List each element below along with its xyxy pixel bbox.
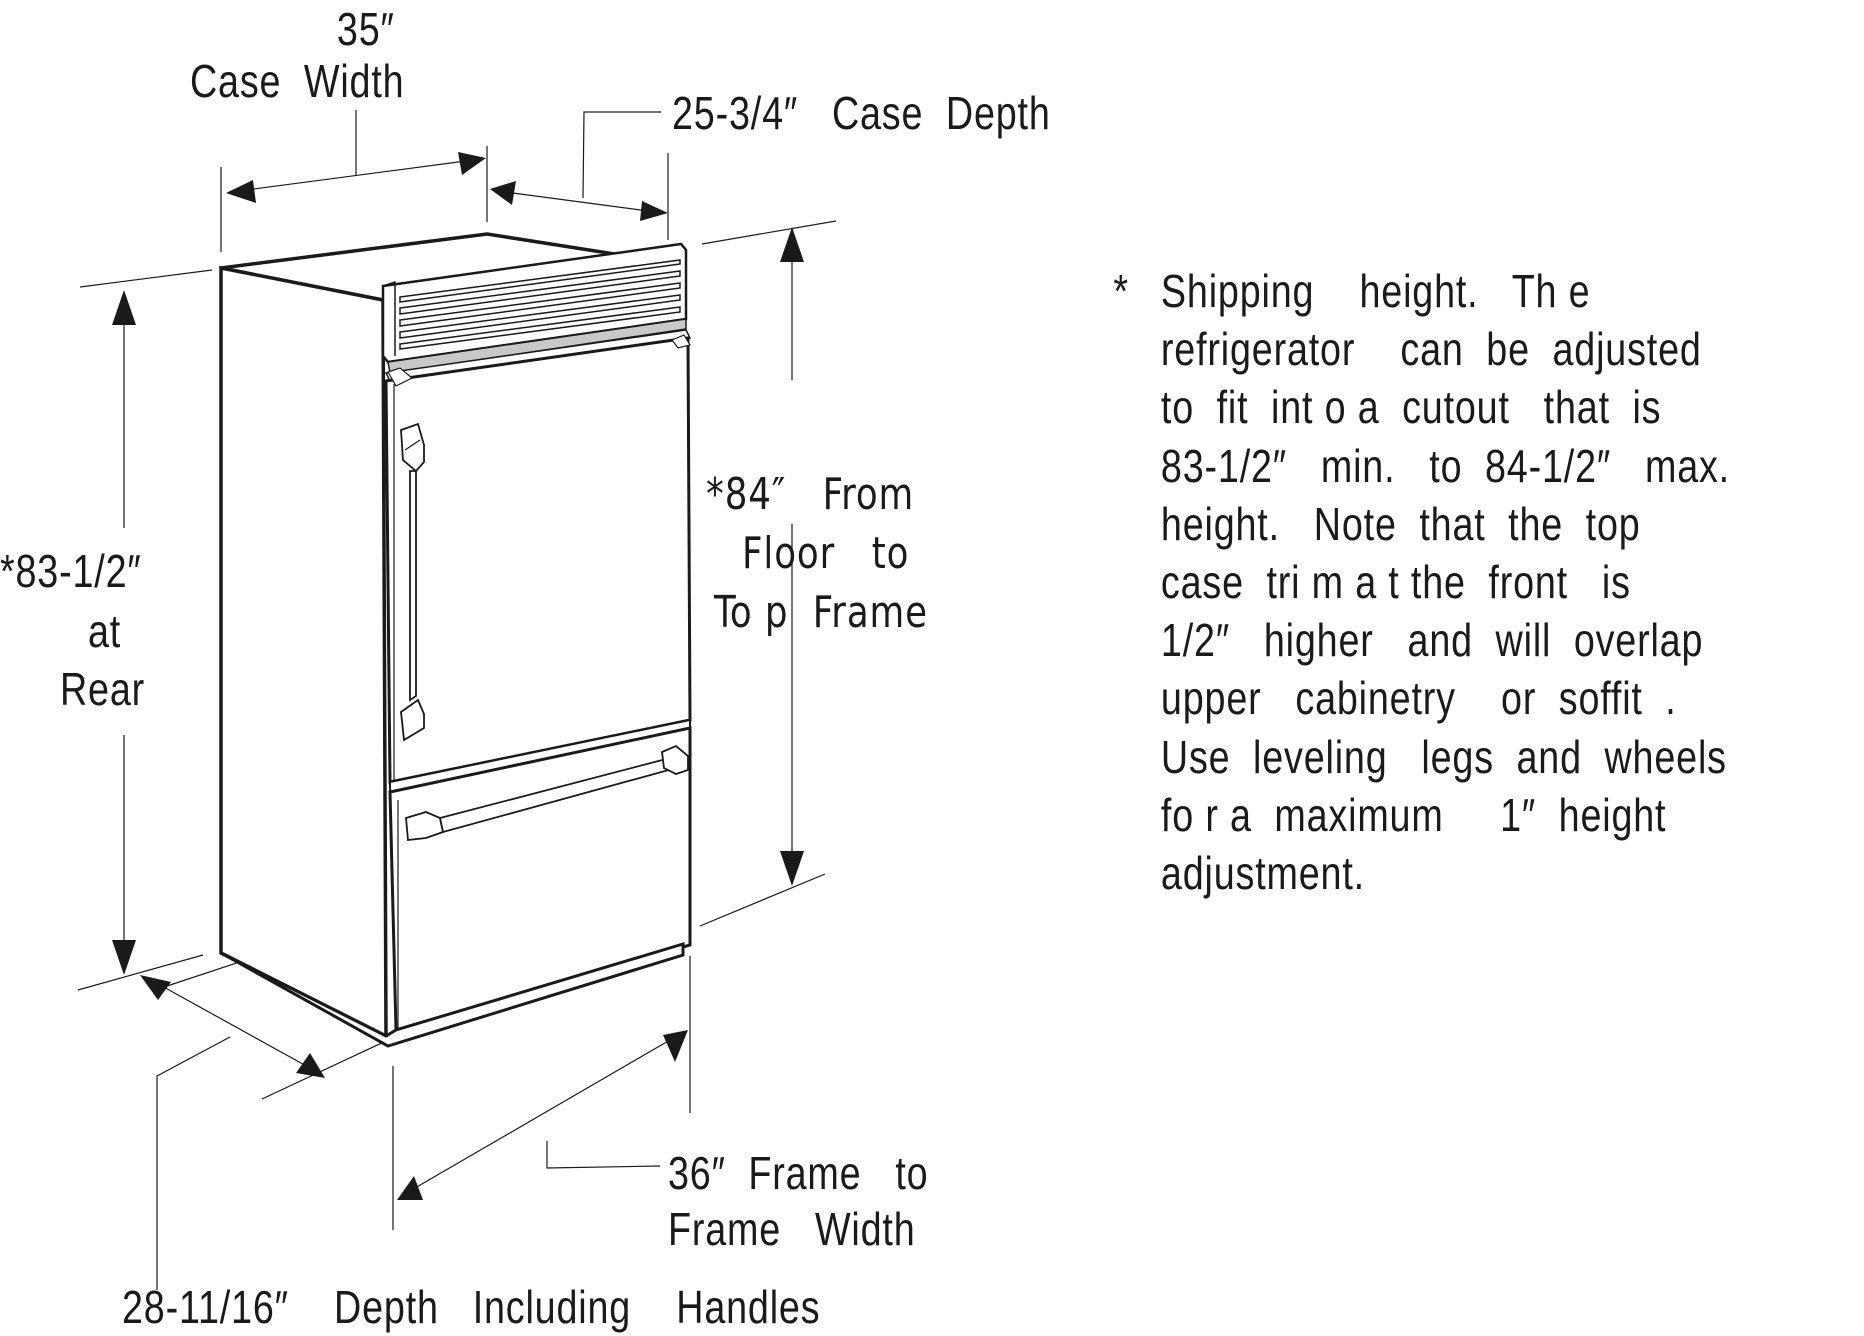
footnote-line: case tri m a t the front is: [1160, 556, 1631, 609]
footnote-line: refrigerator can be adjusted: [1160, 323, 1702, 376]
case-depth-label: 25-3/4″ Case Depth: [672, 87, 1051, 139]
arrowhead-icon: [140, 975, 171, 1000]
case-width-dimension: [220, 110, 488, 252]
rear-height-value: *83-1/2″: [0, 545, 142, 597]
top-grille-trim: [381, 242, 692, 382]
footnote-line: fo r a maximum 1″ height: [1160, 788, 1667, 841]
frame-width-dimension: [392, 956, 691, 1230]
refrigerator-door: [384, 336, 692, 784]
footnote-line: 83-1/2″ min. to 84-1/2″ max.: [1160, 439, 1730, 492]
arrowhead-icon: [780, 227, 804, 262]
footnote-marker: *: [1113, 265, 1129, 317]
base-kick: [220, 941, 685, 1048]
front-height-dimension: [699, 220, 837, 927]
arrowhead-icon: [780, 851, 804, 886]
frame-width-label: Frame Width: [668, 1203, 916, 1255]
arrowhead-icon: [397, 1176, 423, 1200]
footnote-line: adjustment.: [1160, 847, 1365, 900]
arrowhead-icon: [112, 290, 136, 325]
arrowhead-icon: [226, 180, 256, 203]
arrowhead-icon: [663, 1030, 688, 1062]
leader-line: [582, 111, 661, 199]
hinge-icon: [671, 334, 691, 349]
leader-line: [546, 1141, 661, 1169]
arrowhead-icon: [458, 152, 486, 175]
trim-shade-strip: [387, 318, 687, 374]
front-height-top-frame: To p Frame: [714, 587, 929, 638]
arrowhead-icon: [640, 201, 668, 221]
shipping-height-footnote: * Shipping height. Th e refrigerator can…: [1113, 262, 1730, 902]
front-height-value: *84″ From: [706, 469, 915, 520]
leader-line: [156, 1036, 231, 1290]
front-height-floor-to: Floor to: [742, 528, 910, 579]
freezer-drawer: [388, 726, 692, 1032]
arrowhead-icon: [112, 940, 136, 975]
arrowhead-icon: [296, 1053, 325, 1078]
case-depth-dimension: [490, 111, 669, 240]
footnote-line: to fit int o a cutout that is: [1160, 381, 1662, 434]
arrowhead-icon: [490, 181, 516, 205]
footnote-line: 1/2″ higher and will overlap: [1160, 614, 1704, 667]
depth-including-handles-label: 28-11/16″ Depth Including Handles: [122, 1281, 821, 1333]
drawer-handle: [405, 744, 689, 841]
case-width-label: Case Width: [190, 55, 405, 107]
rear-height-at: at: [88, 605, 122, 657]
frame-width-value: 36″ Frame to: [668, 1147, 929, 1199]
vertical-door-handle: [400, 422, 425, 742]
rear-height-rear: Rear: [60, 663, 146, 715]
hinge-icon: [387, 367, 414, 387]
rear-height-dimension: [77, 269, 213, 991]
footnote-line: Shipping height. Th e: [1160, 265, 1591, 317]
footnote-line: Use leveling legs and wheels: [1160, 730, 1727, 783]
grille-slats: [399, 259, 681, 350]
side-panel: [219, 265, 388, 1039]
refrigerator-body: [219, 232, 692, 1048]
footnote-line: upper cabinetry or soffit .: [1160, 672, 1677, 725]
case-width-value: 35″: [336, 3, 395, 55]
footnote-line: height. Note that the top: [1160, 497, 1641, 550]
